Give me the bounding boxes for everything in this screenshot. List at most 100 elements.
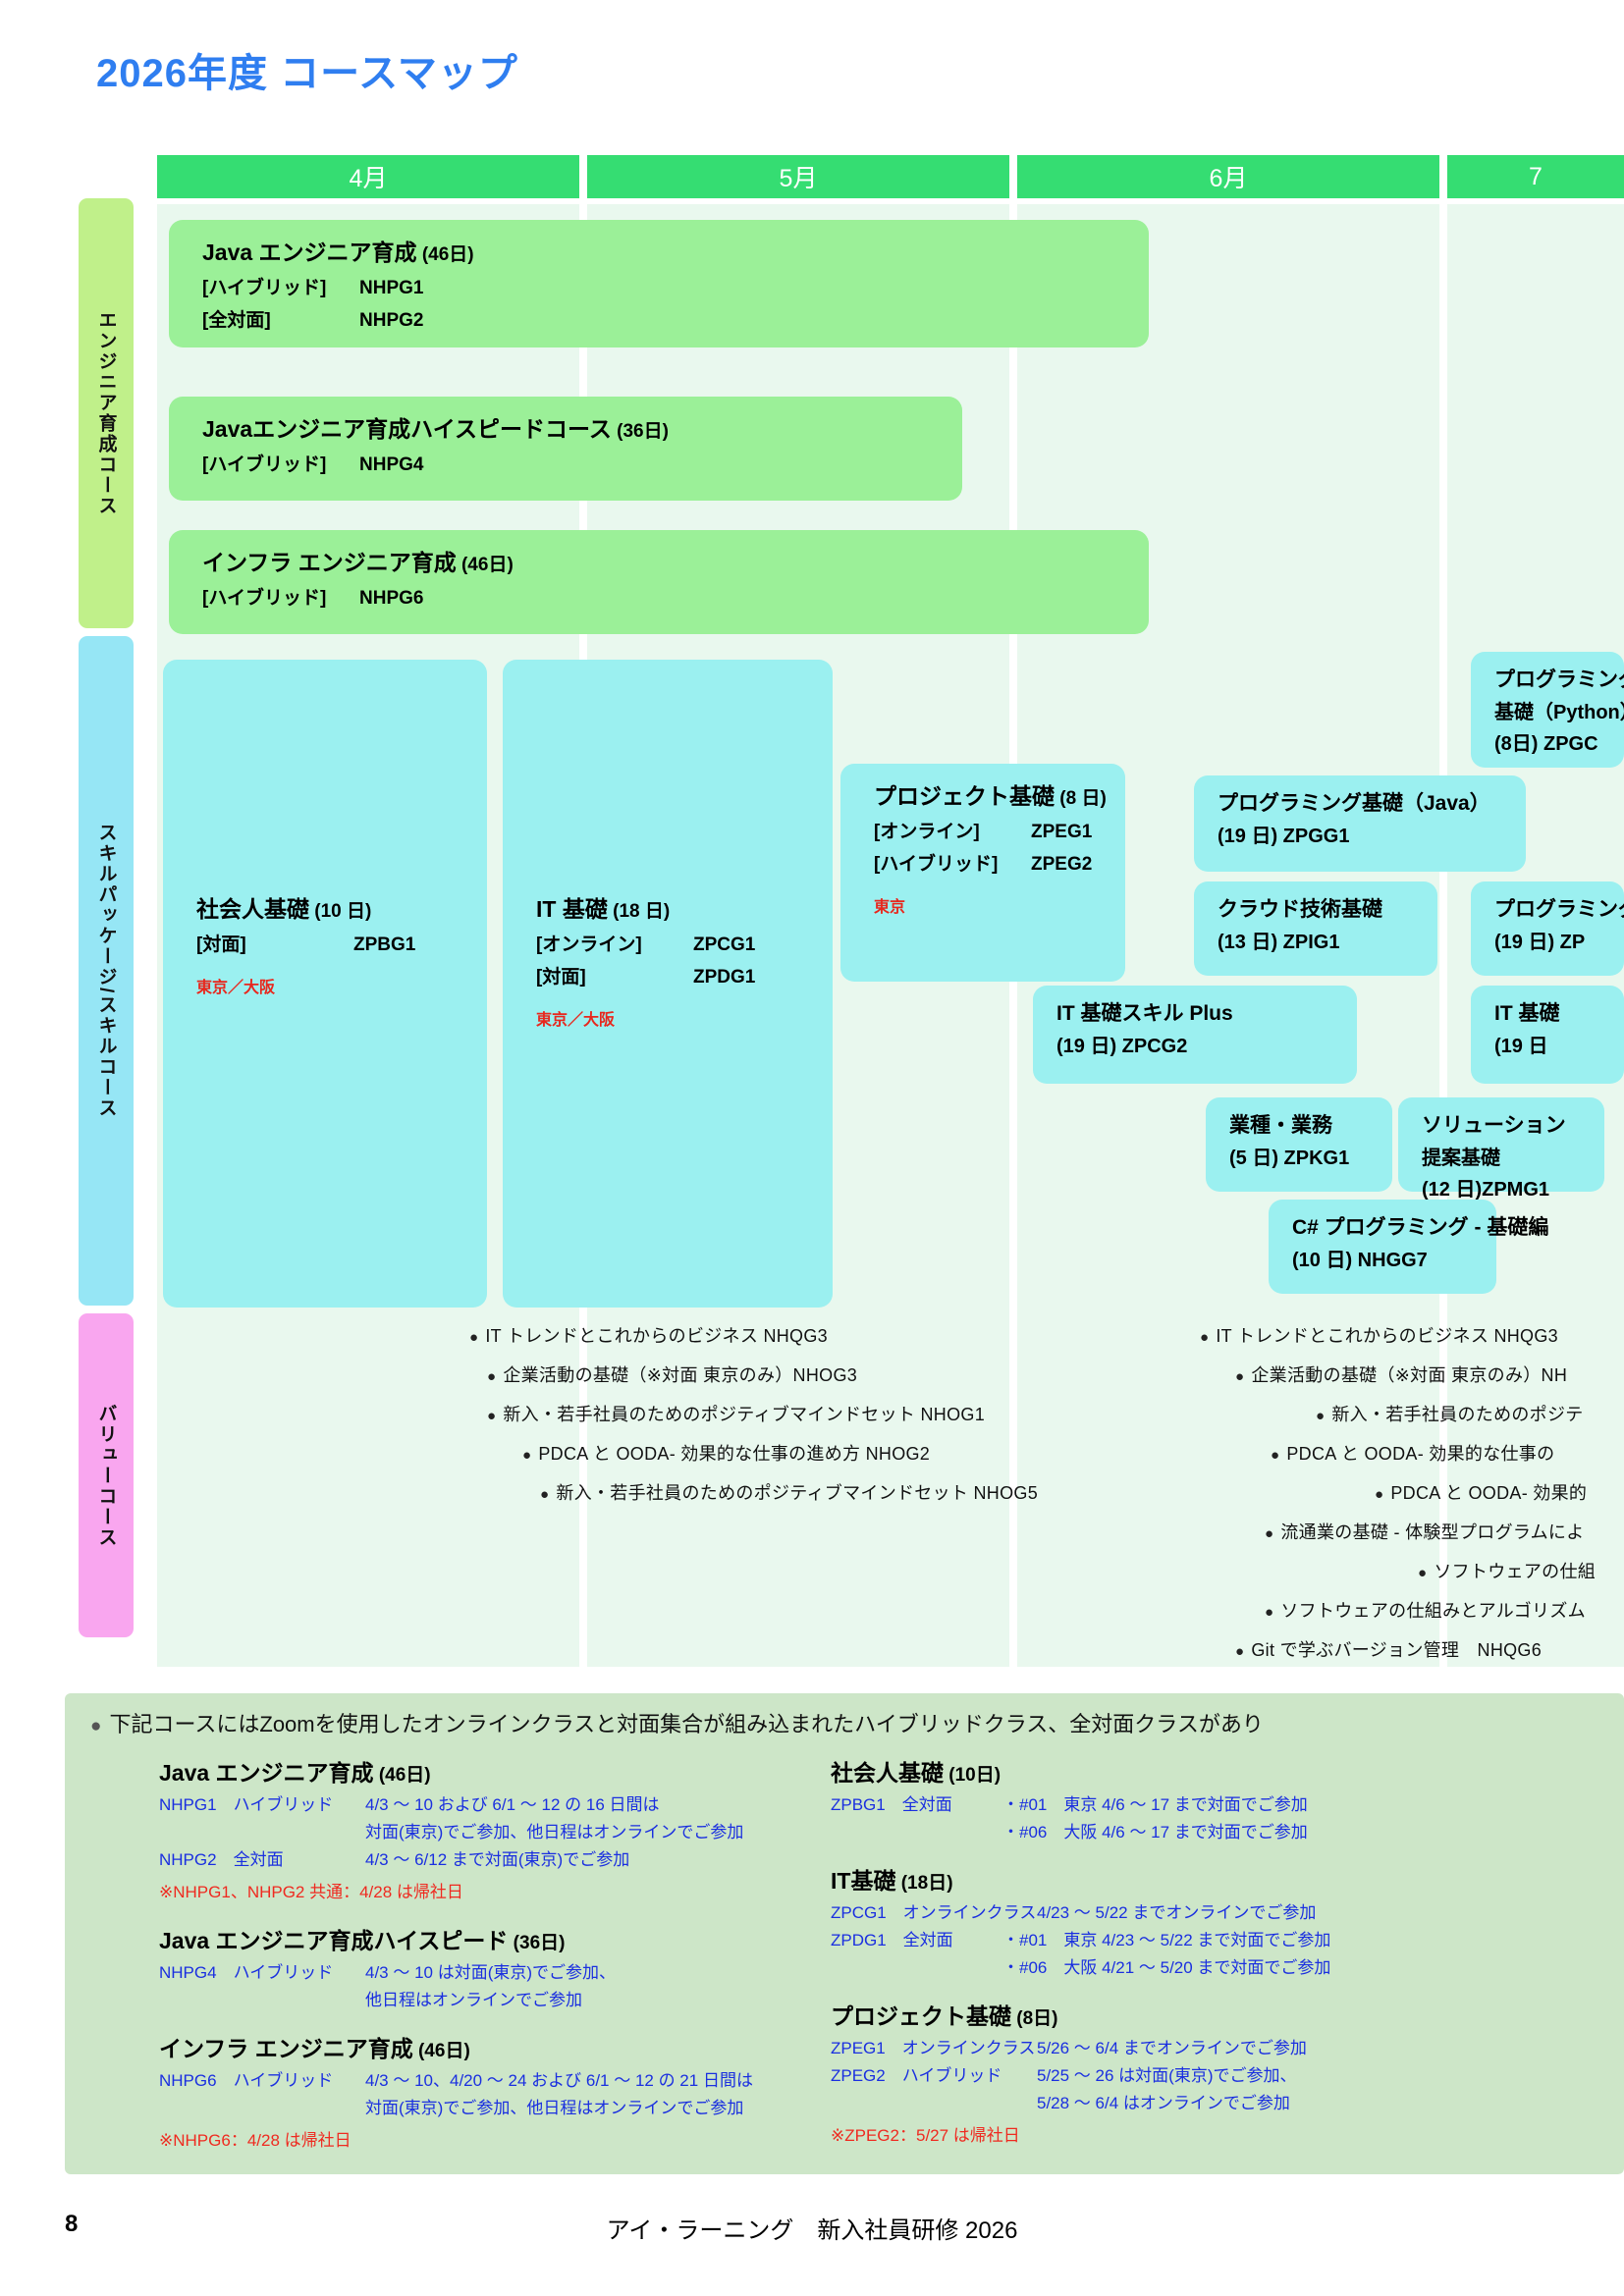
course-delivery-mode: [対面] bbox=[196, 934, 246, 955]
course-location: 東京 bbox=[874, 899, 906, 916]
engineer-course-box-1[interactable]: Java エンジニア育成 (46日) [ハイブリッド] NHPG1 [全対面]NHPG… bbox=[169, 220, 1149, 347]
course-title: IT 基礎 bbox=[1494, 1002, 1560, 1025]
course-delivery-mode: [対面] bbox=[536, 967, 586, 988]
course-days-code: (5 日) ZPKG1 bbox=[1229, 1148, 1350, 1169]
value-course-bullet-label: 新入・若手社員のためのポジティブマインドセット NHOG5 bbox=[556, 1483, 1039, 1503]
value-course-bullet-label: 流通業の基礎 - 体験型プログラムによ bbox=[1280, 1522, 1585, 1542]
notes-schedule-detail: 4/3 ～ 10 および 6/1 ～ 12 の 16 日間は bbox=[365, 1795, 660, 1814]
value-course-bullet-label: PDCA と OODA- 効果的な仕事の進め方 NHOG2 bbox=[538, 1444, 931, 1464]
category-rail-engineer: エンジニア育成コース bbox=[79, 198, 134, 628]
notes-course-code bbox=[831, 1818, 1002, 1842]
course-title: プログラミング bbox=[1494, 668, 1624, 691]
course-days: (36日) bbox=[611, 421, 669, 442]
course-days-code: (19 日) ZPGG1 bbox=[1218, 826, 1350, 847]
course-code: NHPG1 bbox=[359, 278, 424, 298]
bullet-dot-icon: ● bbox=[1265, 1525, 1274, 1542]
course-days: (18 日) bbox=[607, 901, 671, 922]
notes-schedule-detail: 4/3 ～ 10、4/20 ～ 24 および 6/1 ～ 12 の 21 日間は bbox=[365, 2071, 753, 2090]
value-course-bullet-right-9: ●Git で学ぶバージョン管理 NHQG6 bbox=[1235, 1636, 1542, 1662]
course-delivery-line: [全対面]NHPG2 bbox=[202, 305, 1149, 332]
notes-course-days: (36日) bbox=[508, 1933, 566, 1953]
skill-sub-course-box-2[interactable]: クラウド技術基礎(13 日) ZPIG1 bbox=[1194, 881, 1437, 976]
notes-course-code bbox=[159, 1986, 365, 2010]
course-code: ZPEG2 bbox=[1031, 854, 1093, 875]
value-course-bullet-right-4: ●PDCA と OODA- 効果的な仕事の bbox=[1271, 1440, 1554, 1466]
course-title: ソリューション bbox=[1422, 1114, 1566, 1137]
course-title: プログラミング bbox=[1494, 898, 1624, 921]
course-location: 東京／大阪 bbox=[536, 1012, 616, 1029]
category-rail-value: バリューコース bbox=[79, 1313, 134, 1637]
bullet-dot-icon: ● bbox=[90, 1716, 102, 1736]
footer-page-number: 8 bbox=[65, 2211, 79, 2237]
notes-course-days: (46日) bbox=[373, 1765, 431, 1786]
notes-schedule-row-right-6: ZPDG1 全対面・#01 東京 4/23 ～ 5/22 まで対面でご参加 bbox=[831, 1926, 1616, 1950]
course-title: IT 基礎スキル Plus bbox=[1056, 1002, 1233, 1025]
notes-schedule-detail: 5/25 ～ 26 は対面(東京)でご参加、 bbox=[1037, 2066, 1297, 2085]
course-code: ZPEG1 bbox=[1031, 822, 1093, 842]
value-course-bullet-left-3: ●新入・若手社員のためのポジティブマインドセット NHOG1 bbox=[487, 1401, 985, 1426]
bullet-dot-icon: ● bbox=[522, 1447, 532, 1464]
value-course-bullet-label: IT トレンドとこれからのビジネス NHQG3 bbox=[485, 1326, 828, 1346]
course-title: 社会人基礎 (10 日) bbox=[196, 896, 372, 922]
course-delivery-line: [ハイブリッド] NHPG6 bbox=[202, 583, 1149, 610]
notes-schedule-row-left-8: 他日程はオンラインでご参加 bbox=[159, 1986, 827, 2010]
column-separator-3 bbox=[1439, 204, 1447, 1667]
bullet-dot-icon: ● bbox=[1200, 1329, 1210, 1346]
skill-sub-course-box-4[interactable]: プログラミング基礎（Python）(8日) ZPGC bbox=[1471, 652, 1624, 768]
course-title: クラウド技術基礎 bbox=[1218, 898, 1382, 921]
course-days: (10 日) bbox=[309, 901, 372, 922]
value-course-bullet-right-2: ●企業活動の基礎（※対面 東京のみ）NH bbox=[1235, 1362, 1567, 1387]
course-delivery-line: [オンライン]ZPCG1 bbox=[536, 930, 833, 956]
value-course-bullet-label: ソフトウェアの仕組みとアルゴリズム bbox=[1280, 1601, 1586, 1621]
category-rail-skill: スキルパッケージ/スキルコース bbox=[79, 636, 134, 1306]
course-days: (46日) bbox=[456, 555, 514, 575]
bullet-dot-icon: ● bbox=[1375, 1486, 1384, 1503]
skill-course-box-3[interactable]: プロジェクト基礎 (8 日) [オンライン] ZPEG1 [ハイブリッド] ZPEG2 東… bbox=[840, 764, 1125, 982]
skill-sub-course-box-7[interactable]: 業種・業務(5 日) ZPKG1 bbox=[1206, 1097, 1392, 1192]
course-code: NHPG6 bbox=[359, 588, 424, 609]
course-title: C# プログラミング - 基礎編 bbox=[1292, 1216, 1549, 1239]
category-rail-engineer-label: エンジニア育成コース bbox=[95, 310, 117, 516]
course-days-code: (19 日) ZP bbox=[1494, 932, 1586, 953]
course-delivery-mode: [ハイブリッド] bbox=[202, 588, 327, 609]
skill-sub-course-box-3[interactable]: プログラミング (19 日) ZP bbox=[1471, 881, 1624, 976]
skill-sub-course-box-5[interactable]: IT 基礎スキル Plus(19 日) ZPCG2 bbox=[1033, 986, 1357, 1084]
notes-schedule-detail: 他日程はオンラインでご参加 bbox=[365, 1991, 582, 2009]
skill-sub-course-box-1[interactable]: プログラミング基礎（Java）(19 日) ZPGG1 bbox=[1194, 775, 1526, 872]
value-course-bullet-label: 新入・若手社員のためのポジテ bbox=[1331, 1405, 1584, 1424]
notes-course-heading-right-8: プロジェクト基礎 (8日) bbox=[831, 2003, 1058, 2029]
course-title: Java エンジニア育成 (46日) bbox=[202, 240, 474, 265]
bullet-dot-icon: ● bbox=[1316, 1408, 1326, 1424]
course-delivery-mode: [オンライン] bbox=[874, 822, 980, 842]
skill-sub-course-box-9[interactable]: C# プログラミング - 基礎編(10 日) NHGG7 bbox=[1269, 1200, 1549, 1294]
skill-sub-course-box-8[interactable]: ソリューション提案基礎(12 日)ZPMG1 bbox=[1398, 1097, 1604, 1201]
notes-course-code: NHPG4 ハイブリッド bbox=[159, 1963, 334, 1982]
course-title: プロジェクト基礎 (8 日) bbox=[874, 783, 1107, 809]
notes-course-days: (18日) bbox=[895, 1873, 953, 1894]
page-title: 2026年度 コースマップ bbox=[96, 52, 518, 95]
notes-schedule-detail: ・#01 東京 4/6 ～ 17 まで対面でご参加 bbox=[1002, 1795, 1308, 1814]
skill-sub-course-box-6[interactable]: IT 基礎(19 日 bbox=[1471, 986, 1624, 1084]
notes-course-code: ZPBG1 全対面 bbox=[831, 1795, 952, 1814]
value-course-bullet-right-3: ● 新入・若手社員のためのポジテ bbox=[1316, 1401, 1584, 1426]
engineer-course-box-3[interactable]: インフラ エンジニア育成 (46日)[ハイブリッド]NHPG6 bbox=[169, 530, 1149, 634]
value-course-bullet-label: IT トレンドとこれからのビジネス NHQG3 bbox=[1216, 1326, 1558, 1346]
course-delivery-mode: [ハイブリッド] bbox=[874, 854, 999, 875]
month-header-4: 7 bbox=[1447, 155, 1624, 198]
engineer-course-box-2[interactable]: Javaエンジニア育成ハイスピードコース (36日)[ハイブリッド]NHPG4 bbox=[169, 397, 962, 501]
course-days-code: 提案基礎 bbox=[1422, 1148, 1500, 1169]
notes-course-code bbox=[159, 1818, 365, 1842]
notes-course-code: NHPG6 ハイブリッド bbox=[159, 2071, 334, 2090]
course-delivery-mode: [ハイブリッド] bbox=[202, 278, 327, 298]
notes-schedule-detail: 対面(東京)でご参加、他日程はオンラインでご参加 bbox=[365, 1823, 744, 1842]
notes-schedule-row-left-10: NHPG6 ハイブリッド 4/3 ～ 10、4/20 ～ 24 および 6/1 ～… bbox=[159, 2066, 827, 2091]
course-code: NHPG4 bbox=[359, 454, 424, 475]
course-delivery-line: [対面]ZPBG1 bbox=[196, 930, 487, 956]
notes-course-code: NHPG2 全対面 bbox=[159, 1850, 284, 1869]
course-days: (46日) bbox=[416, 244, 474, 265]
